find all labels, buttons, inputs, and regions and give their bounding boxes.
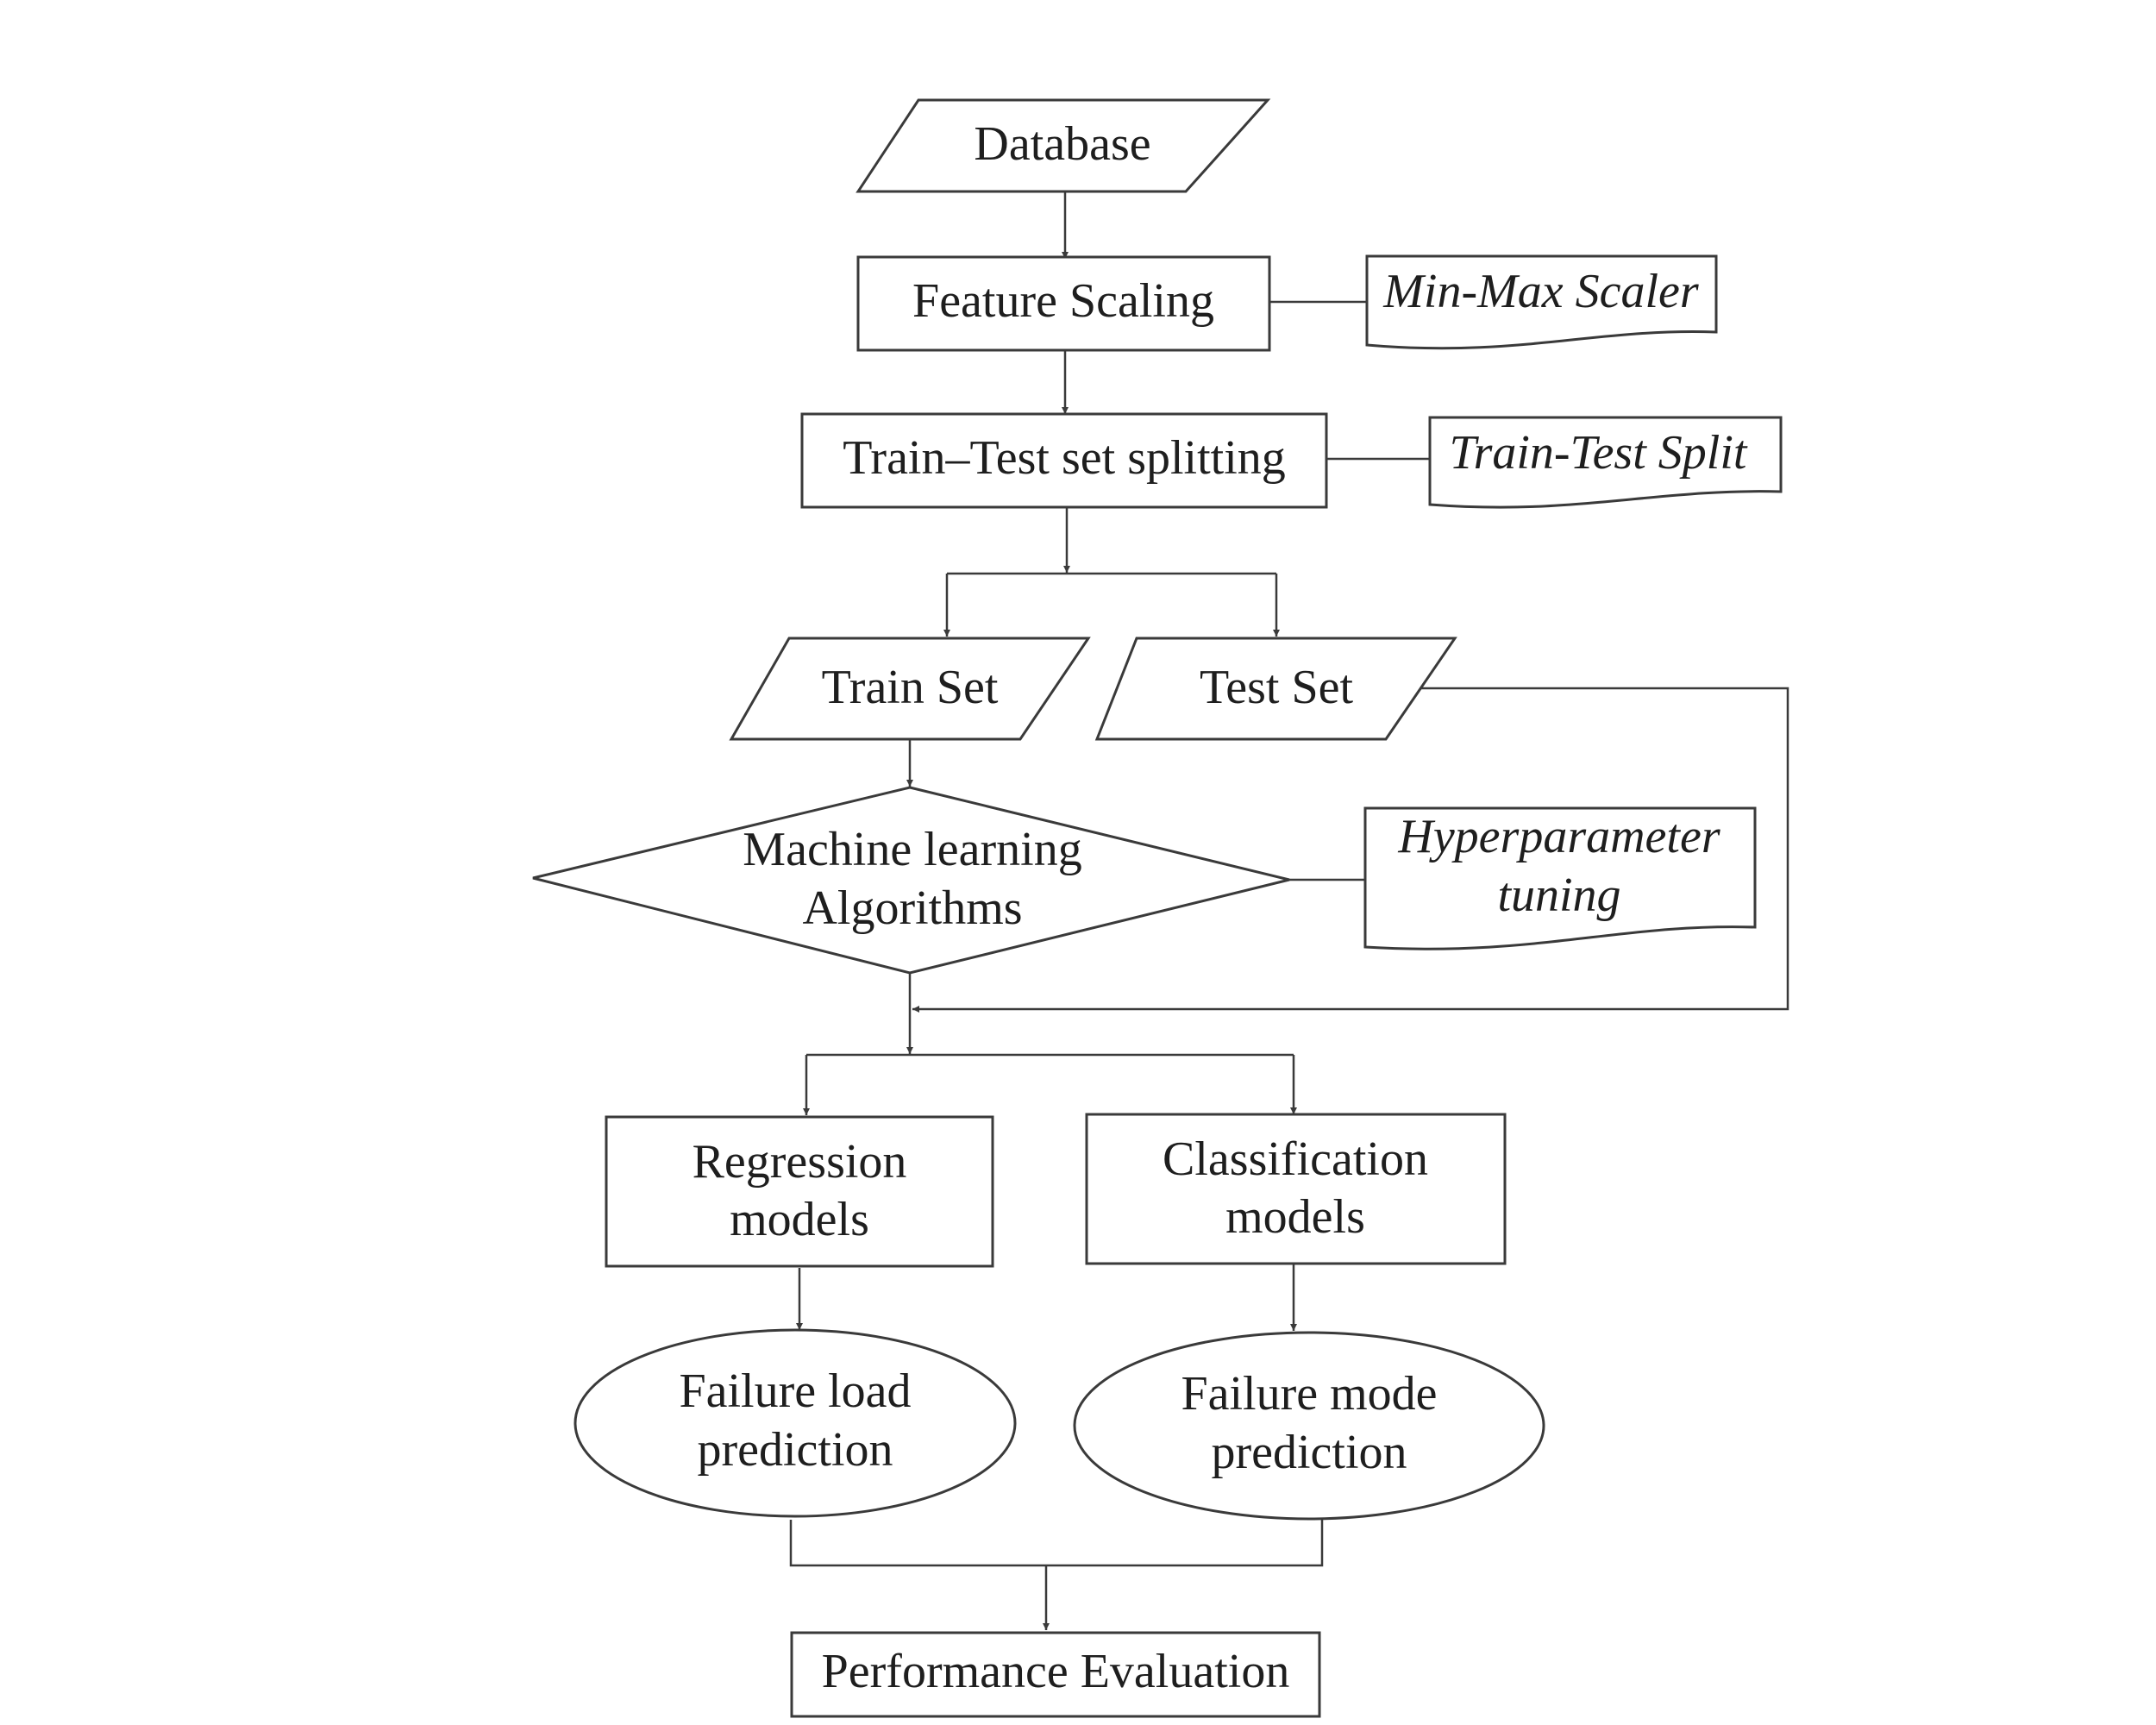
hyperparameter-tuning-note: Hyperparameter tuning [1363, 806, 1757, 950]
feature-scaling-label: Feature Scaling [912, 274, 1214, 328]
performance-evaluation-label: Performance Evaluation [822, 1645, 1290, 1698]
train-test-splitting-node: Train–Test set splitting [800, 412, 1328, 509]
classification-models-node: Classification models [1085, 1113, 1507, 1265]
merge-predictions [789, 1520, 1324, 1567]
ml-algorithms-label-line1: Machine learning [743, 823, 1081, 876]
regression-models-label-line2: models [730, 1193, 869, 1246]
feature-scaling-node: Feature Scaling [856, 255, 1271, 352]
database-node: Database [856, 98, 1271, 193]
test-set-node: Test Set [1094, 637, 1457, 741]
regression-models-label-line1: Regression [693, 1135, 907, 1189]
ml-algorithms-node: Machine learning Algorithms [532, 786, 1290, 975]
connectors [789, 192, 1789, 1630]
hyperparameter-tuning-label-line2: tuning [1497, 869, 1620, 922]
failure-mode-prediction-label-line1: Failure mode [1181, 1367, 1437, 1421]
train-test-split-label: Train-Test Split [1450, 426, 1748, 480]
failure-load-prediction-label-line1: Failure load [679, 1364, 911, 1418]
train-set-label: Train Set [822, 661, 999, 714]
ml-algorithms-label-line2: Algorithms [802, 881, 1022, 935]
train-set-node: Train Set [729, 637, 1091, 741]
arrow-test-set-loop-to-merge [912, 687, 1789, 1013]
hyperparameter-tuning-label-line1: Hyperparameter [1397, 810, 1720, 863]
failure-mode-prediction-node: Failure mode prediction [1073, 1331, 1545, 1521]
failure-load-prediction-node: Failure load prediction [573, 1328, 1017, 1518]
test-set-label: Test Set [1200, 661, 1354, 714]
database-label: Database [974, 117, 1150, 171]
regression-models-node: Regression models [605, 1115, 994, 1268]
failure-load-prediction-label-line2: prediction [697, 1423, 893, 1477]
min-max-scaler-note: Min-Max Scaler [1365, 254, 1718, 350]
min-max-scaler-label: Min-Max Scaler [1382, 265, 1699, 318]
train-test-splitting-label: Train–Test set splitting [843, 431, 1286, 485]
classification-models-label-line2: models [1225, 1190, 1365, 1244]
performance-evaluation-node: Performance Evaluation [790, 1631, 1321, 1718]
failure-mode-prediction-label-line2: prediction [1211, 1426, 1407, 1479]
train-test-split-note: Train-Test Split [1428, 416, 1783, 509]
classification-models-label-line1: Classification [1163, 1132, 1428, 1186]
